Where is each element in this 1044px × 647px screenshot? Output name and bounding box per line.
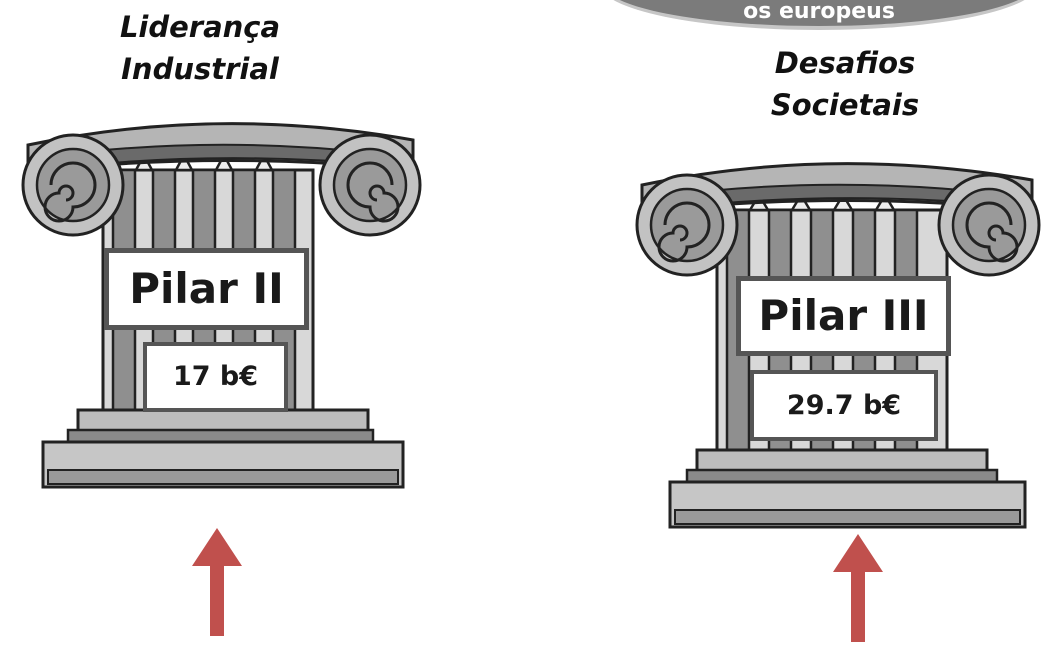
pillar-2-budget: 17 b€ [143, 342, 288, 412]
pillar-3-title-line-1: Desafios [774, 46, 916, 80]
up-arrow-icon [833, 534, 883, 642]
pillar-3: Pilar III 29.7 b€ [632, 150, 1042, 535]
pillar-3-name: Pilar III [736, 276, 951, 356]
pillar-banner-roof: os europeus [600, 0, 1038, 30]
banner-text: os europeus [743, 0, 895, 24]
pillar-3-budget: 29.7 b€ [750, 370, 938, 441]
pillar-3-title: Desafios Societais [745, 42, 945, 126]
pillar-2-title-line-1: Liderança [119, 10, 281, 44]
pillar-2: Pilar II 17 b€ [18, 110, 428, 495]
pillar-2-title: Liderança Industrial [100, 6, 300, 90]
pillar-3-title-line-2: Societais [770, 88, 920, 122]
pillar-2-name: Pilar II [104, 248, 309, 330]
up-arrow-icon [192, 528, 242, 636]
pillar-2-title-line-2: Industrial [121, 52, 279, 86]
